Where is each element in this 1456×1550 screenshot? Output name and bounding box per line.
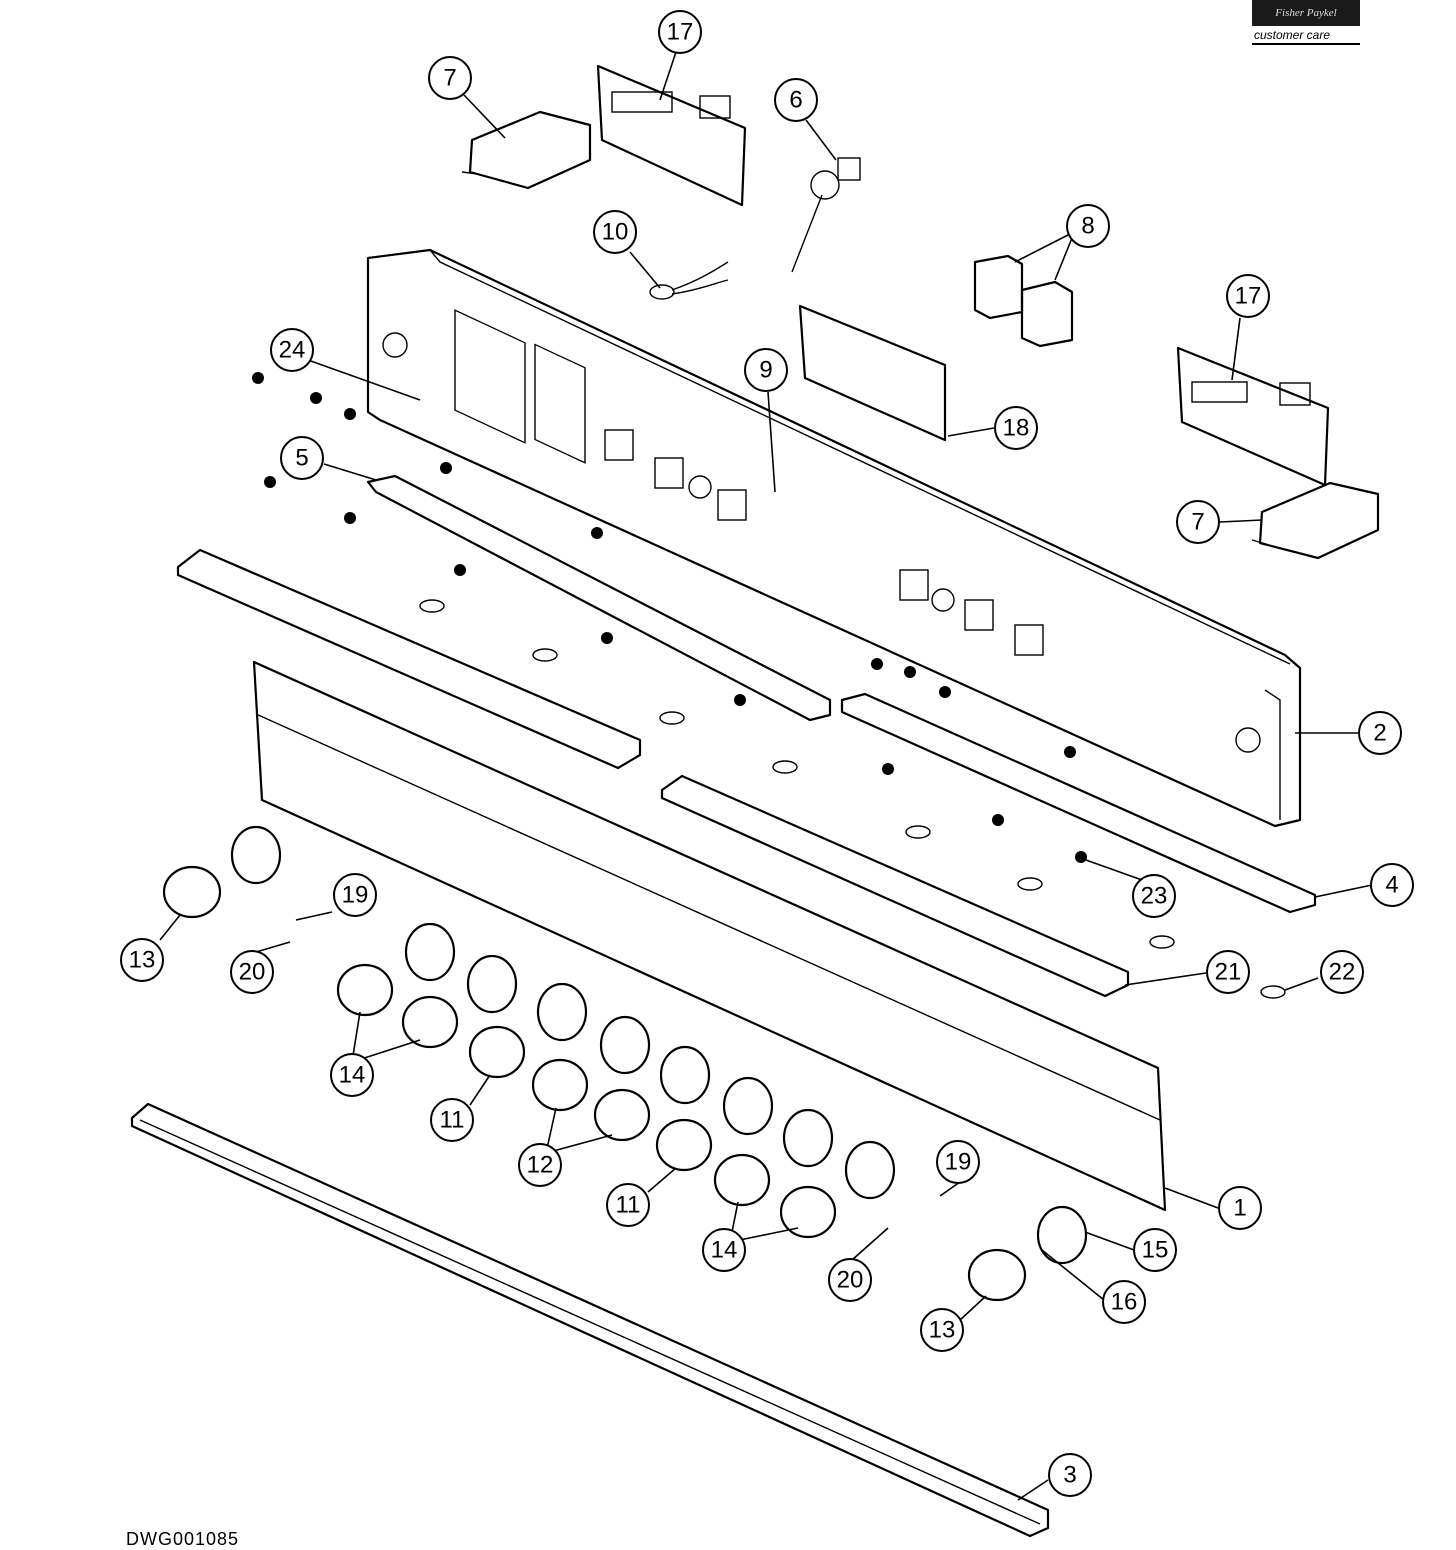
callout-7-right: 7 — [1176, 500, 1220, 544]
front-fascia-panel — [252, 660, 1167, 1212]
callout-17-top: 17 — [658, 10, 702, 54]
knob-12-a — [531, 1015, 651, 1112]
svg-text:1: 1 — [1233, 1195, 1246, 1222]
callout-23: 23 — [1132, 874, 1176, 918]
callout-10: 10 — [593, 210, 637, 254]
callout-20-right: 20 — [828, 1258, 872, 1302]
leader-lines — [159, 51, 1373, 1501]
callout-8: 8 — [1066, 204, 1110, 248]
svg-text:3: 3 — [1063, 1462, 1076, 1489]
svg-text:6: 6 — [789, 87, 802, 114]
svg-text:11: 11 — [616, 1192, 641, 1219]
svg-text:23: 23 — [1141, 883, 1168, 910]
svg-text:16: 16 — [1111, 1289, 1138, 1316]
callout-13-right: 13 — [920, 1308, 964, 1352]
indicator-lamp — [649, 261, 729, 300]
washers — [419, 599, 1286, 999]
callout-14-left: 14 — [330, 1053, 374, 1097]
knob-14-right-b — [779, 1140, 896, 1239]
callout-15: 15 — [1133, 1228, 1177, 1272]
circuit-board-right — [1176, 346, 1330, 487]
svg-text:12: 12 — [527, 1152, 554, 1179]
svg-text:4: 4 — [1385, 872, 1398, 899]
callout-7-top: 7 — [428, 56, 472, 100]
knob-13-right — [967, 1205, 1088, 1302]
insulation-plate — [798, 304, 947, 442]
callout-21: 21 — [1206, 950, 1250, 994]
svg-text:11: 11 — [440, 1107, 465, 1134]
svg-text:5: 5 — [295, 445, 308, 472]
drawing-number: DWG001085 — [126, 1529, 240, 1549]
svg-text:19: 19 — [342, 882, 369, 909]
callout-17-right: 17 — [1226, 274, 1270, 318]
support-strip-left — [176, 548, 642, 770]
callout-19-left: 19 — [333, 873, 377, 917]
callout-11-left: 11 — [430, 1098, 474, 1142]
callout-3: 3 — [1048, 1453, 1092, 1497]
svg-text:22: 22 — [1329, 959, 1356, 986]
callout-5: 5 — [280, 436, 324, 480]
circuit-board-top — [596, 64, 747, 207]
callout-4: 4 — [1370, 863, 1414, 907]
callout-13-left: 13 — [120, 938, 164, 982]
svg-text:24: 24 — [279, 337, 306, 364]
mounting-bracket-right — [840, 692, 1317, 914]
svg-text:8: 8 — [1081, 213, 1094, 240]
knob-11-right — [655, 1076, 774, 1172]
svg-text:14: 14 — [711, 1237, 738, 1264]
thermostat — [791, 157, 861, 273]
svg-text:20: 20 — [239, 959, 266, 986]
mounting-bracket-left — [366, 474, 832, 722]
knob-set — [162, 825, 1088, 1302]
knob-12-b — [593, 1045, 711, 1142]
callout-14-right: 14 — [702, 1228, 746, 1272]
svg-text:10: 10 — [602, 219, 629, 246]
brand-logo: Fisher Paykel customer care — [1252, 0, 1360, 45]
callout-22: 22 — [1320, 950, 1364, 994]
callout-16: 16 — [1102, 1280, 1146, 1324]
callout-9: 9 — [744, 348, 788, 392]
fasteners — [252, 372, 1087, 863]
knob-14-left-b — [401, 954, 518, 1049]
trim-strip — [130, 1102, 1050, 1538]
svg-text:14: 14 — [339, 1062, 366, 1089]
callout-18: 18 — [994, 406, 1038, 450]
callout-11-right: 11 — [606, 1183, 650, 1227]
svg-text:20: 20 — [837, 1267, 864, 1294]
knob-13-left — [162, 825, 282, 919]
selector-switch-top — [461, 110, 592, 190]
knob-14-right-a — [713, 1108, 834, 1207]
knob-14-left-a — [336, 922, 456, 1017]
callout-12: 12 — [518, 1143, 562, 1187]
brand-logo-bar: Fisher Paykel — [1252, 0, 1360, 26]
svg-text:18: 18 — [1003, 415, 1030, 442]
svg-text:19: 19 — [945, 1149, 972, 1176]
callout-19-right: 19 — [936, 1140, 980, 1184]
svg-text:13: 13 — [929, 1317, 956, 1344]
svg-text:13: 13 — [129, 947, 156, 974]
svg-text:7: 7 — [1191, 509, 1204, 536]
callout-6: 6 — [774, 78, 818, 122]
callouts: 17 7 6 10 8 17 24 9 18 5 7 2 4 23 13 19 … — [120, 10, 1414, 1497]
svg-text:15: 15 — [1142, 1237, 1169, 1264]
callout-20-left: 20 — [230, 950, 274, 994]
rear-control-panel — [366, 248, 1302, 828]
callout-1: 1 — [1218, 1186, 1262, 1230]
brand-logo-subtitle: customer care — [1252, 26, 1360, 45]
svg-text:17: 17 — [667, 19, 694, 46]
svg-text:2: 2 — [1373, 720, 1386, 747]
energy-regulators — [973, 254, 1074, 348]
selector-switch-right — [1251, 481, 1380, 560]
svg-text:7: 7 — [443, 65, 456, 92]
callout-2: 2 — [1358, 711, 1402, 755]
svg-text:21: 21 — [1215, 959, 1242, 986]
svg-text:17: 17 — [1235, 283, 1262, 310]
callout-24: 24 — [270, 328, 314, 372]
knob-11-left — [468, 982, 588, 1079]
svg-text:9: 9 — [759, 357, 772, 384]
